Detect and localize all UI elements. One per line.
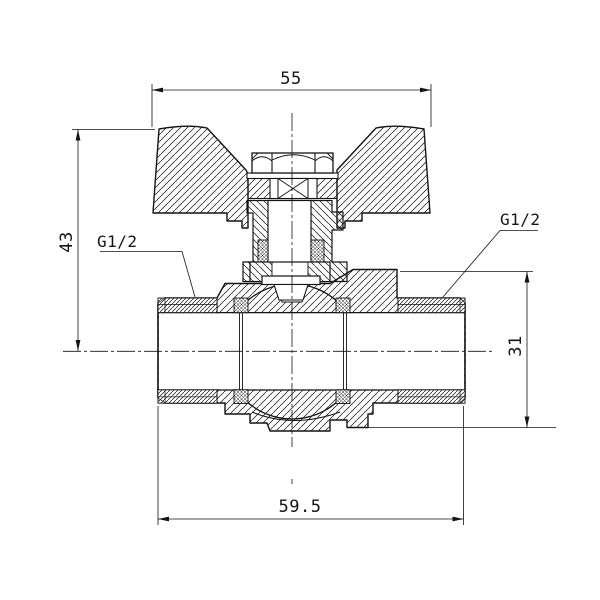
dim-59-arrow-right [452,516,464,522]
left-thread-text: G1/2 [97,232,138,251]
ball-seats [233,297,351,404]
seat-bottom-left-hatch [234,389,248,404]
handle-left-wing [152,125,249,229]
packing-seal-left-hatch [258,240,268,263]
hex-nut-chamfers [251,152,334,160]
hex-nut [251,152,334,174]
seat-top-right-hatch [336,298,350,313]
hex-nut-face-lines [271,153,316,173]
seat-bottom-right-hatch [336,389,350,404]
dimension-right-height: 31 [350,271,556,428]
dim-55-arrow-right [420,87,431,93]
dim-59-extension-lines [157,406,464,525]
left-thread-leader [100,251,196,298]
stem-top-assembly [246,152,339,200]
handle-washer [246,172,339,180]
dim-43-arrow-bottom [75,340,81,351]
dim-31-extension-lines [350,271,556,428]
stem-lower-assembly [249,199,331,303]
dim-31-text: 31 [506,335,526,356]
dim-55-extension-lines [151,84,432,127]
right-port [397,297,466,404]
dim-43-text: 43 [57,231,77,252]
dim-43-arrow-top [75,129,81,141]
right-port-thread-top-hatch [398,298,465,313]
packing-seal-right-hatch [311,240,324,263]
dim-59-text: 59.5 [279,497,322,517]
dim-55-arrow-left [152,87,163,93]
stem-foot [261,275,321,286]
dim-59-arrow-left [158,516,169,522]
hex-nut-arcs [251,154,334,162]
left-port [157,297,218,404]
stem-cross-x [277,178,309,199]
right-thread-text: G1/2 [500,210,541,229]
stem-cross-slots [277,178,309,199]
right-thread-label: G1/2 [442,210,541,298]
dimension-bottom-width: 59.5 [157,406,464,525]
dim-55-text: 55 [280,69,301,89]
left-port-details [157,297,217,404]
ball-pocket-arc [251,411,341,421]
dimension-left-height: 43 [57,129,155,351]
port-end-faces [157,303,466,398]
right-thread-leader [442,230,538,298]
centerlines [63,113,492,484]
dim-31-arrow-bottom [524,416,530,428]
dim-31-arrow-top [524,271,530,283]
valve-stem [267,199,312,264]
left-thread-label: G1/2 [97,232,196,298]
stem-tang [273,283,309,301]
seat-top-left-hatch [234,298,248,313]
left-port-thread-top-hatch [158,298,217,313]
right-port-details [398,297,466,404]
dimension-top-width: 55 [151,69,432,127]
